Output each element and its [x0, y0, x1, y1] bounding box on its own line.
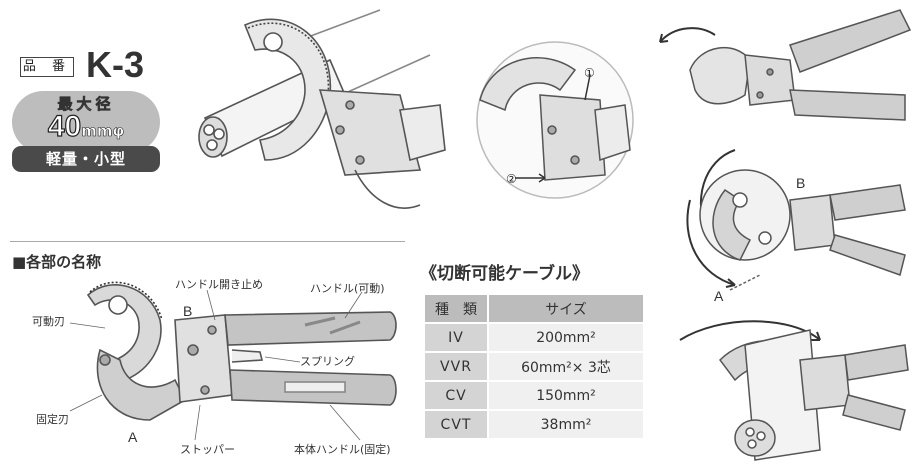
model-code: K-3: [86, 44, 145, 85]
cable-kind: IV: [425, 324, 487, 353]
operation-steps-drawing: [659, 9, 912, 461]
header-size: サイズ: [487, 295, 643, 324]
header-kind: 種 類: [425, 295, 487, 324]
label-movable-blade: 可動刃: [32, 315, 65, 328]
section-divider: [10, 241, 405, 242]
cable-size: 60mm²× 3芯: [487, 353, 643, 382]
label-spring: スプリング: [300, 355, 355, 368]
label-stopper: ストッパー: [180, 443, 235, 456]
label-body-handle: 本体ハンドル(固定): [294, 443, 391, 456]
cable-kind: CVT: [425, 411, 487, 440]
label-fixed-blade: 固定刃: [36, 413, 69, 426]
cable-size: 200mm²: [487, 324, 643, 353]
label-point-a: A: [128, 429, 138, 445]
max-diameter-badge: 最大径 40mmφ: [12, 91, 160, 153]
cable-size: 150mm²: [487, 382, 643, 411]
right-label-a: A: [714, 288, 724, 304]
stopper-detail-drawing: [476, 41, 634, 199]
hinban-label: 品 番: [20, 57, 74, 77]
step-2-marker: ②: [506, 172, 517, 186]
table-row: VVR 60mm²× 3芯: [425, 353, 643, 382]
max-diameter-value: 40: [47, 109, 82, 143]
table-row: IV 200mm²: [425, 324, 643, 353]
label-handle-stop: ハンドル開き止め: [175, 278, 263, 291]
top-cutter-drawing: [198, 9, 446, 209]
cable-kind: CV: [425, 382, 487, 411]
label-handle-movable: ハンドル(可動): [310, 282, 385, 295]
feature-badge: 軽量・小型: [12, 146, 160, 172]
cable-table: 種 類 サイズ IV 200mm² VVR 60mm²× 3芯 CV 150mm…: [425, 295, 643, 440]
max-diameter-unit: mmφ: [81, 122, 125, 141]
step-1-marker: ①: [584, 66, 595, 80]
table-row: CV 150mm²: [425, 382, 643, 411]
table-header-row: 種 類 サイズ: [425, 295, 643, 324]
label-point-b: B: [183, 303, 193, 319]
table-row: CVT 38mm²: [425, 411, 643, 440]
movable-handle-shape: [224, 311, 397, 346]
cable-size: 38mm²: [487, 411, 643, 440]
cable-table-title: 《切断可能ケーブル》: [420, 264, 589, 284]
parts-section-title: ■各部の名称: [12, 253, 102, 271]
cable-kind: VVR: [425, 353, 487, 382]
right-label-b: B: [796, 175, 806, 191]
spring-shape: [231, 349, 264, 363]
max-diameter-label: 最大径: [57, 95, 115, 114]
